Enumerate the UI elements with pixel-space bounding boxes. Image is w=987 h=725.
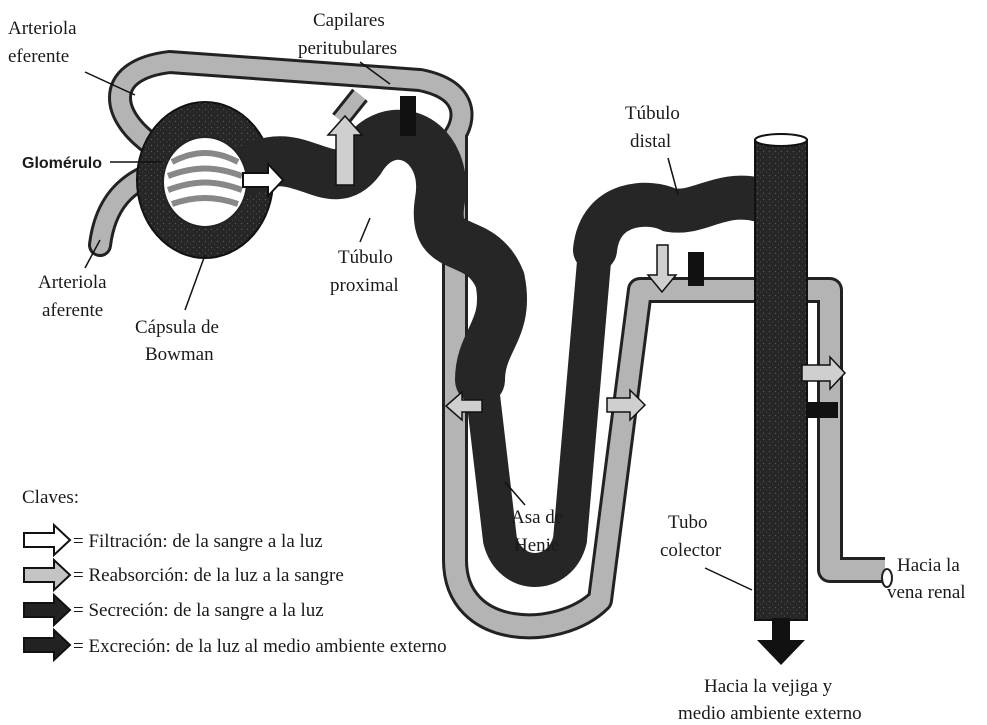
legend-text-filtracion: = Filtración: de la sangre a la luz [73,531,323,552]
legend-item-secrecion: = Secreción: de la sangre a la luz [24,595,324,625]
label-capsula-2: Bowman [145,344,214,365]
label-tubo-colector-2: colector [660,540,722,561]
legend-item-filtracion: = Filtración: de la sangre a la luz [24,525,323,555]
label-glomerulo: Glomérulo [22,155,102,172]
label-capilares-2: peritubulares [298,38,397,59]
label-tubulo-distal-2: distal [630,131,671,152]
legend-title: Claves: [22,487,79,508]
label-asa-1: Asa de [511,507,563,528]
label-tubulo-proximal-1: Túbulo [338,247,393,268]
label-vena-renal-2: vena renal [887,582,966,603]
label-arteriola-eferente-1: Arteriola [8,18,77,39]
label-tubulo-proximal-2: proximal [330,275,399,296]
label-tubulo-distal-1: Túbulo [625,103,680,124]
label-vejiga-1: Hacia la vejiga y [704,676,833,697]
label-vejiga-2: medio ambiente externo [678,703,862,724]
legend-text-secrecion: = Secreción: de la sangre a la luz [73,600,324,621]
label-arteriola-aferente-1: Arteriola [38,272,107,293]
label-tubo-colector-1: Tubo [668,512,707,533]
label-capsula-1: Cápsula de [135,317,219,338]
legend: Claves: = Filtración: de la sangre a la … [22,487,447,660]
glomerulus [163,137,247,227]
label-vena-renal-1: Hacia la [897,555,960,576]
legend-item-reabsorcion: = Reabsorción: de la luz a la sangre [24,560,344,590]
label-asa-2: Henie [514,535,559,556]
legend-text-excrecion: = Excreción: de la luz al medio ambiente… [73,636,447,657]
legend-text-reabsorcion: = Reabsorción: de la luz a la sangre [73,565,344,586]
legend-item-excrecion: = Excreción: de la luz al medio ambiente… [24,630,447,660]
label-arteriola-aferente-2: aferente [42,300,103,321]
label-capilares-1: Capilares [313,10,385,31]
label-arteriola-eferente-2: eferente [8,46,69,67]
collecting-duct [755,140,807,620]
